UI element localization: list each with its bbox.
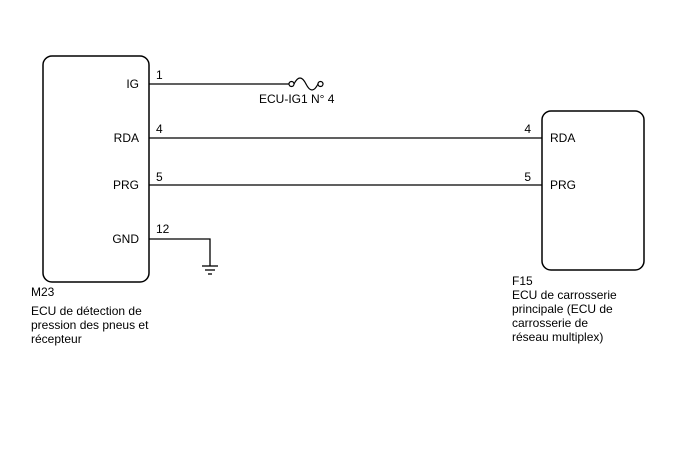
- gnd-wire: [149, 238, 211, 266]
- left-pin-number-prg: 5: [156, 170, 163, 184]
- right-ecu-name-line-2: principale (ECU de: [512, 302, 613, 316]
- left-pin-label-ig: IG: [126, 77, 139, 91]
- right-ecu-name-line-3: carrosserie de: [512, 316, 589, 330]
- left-pin-label-rda: RDA: [114, 131, 139, 145]
- left-pin-number-rda: 4: [156, 122, 163, 136]
- left-ecu-name-line-2: pression des pneus et: [31, 318, 149, 332]
- left-ecu-name-line-3: récepteur: [31, 332, 82, 346]
- right-ecu-name-line-4: réseau multiplex): [512, 330, 604, 344]
- right-pin-number-rda: 4: [524, 122, 531, 136]
- left-pin-label-prg: PRG: [113, 178, 139, 192]
- right-pin-number-prg: 5: [524, 170, 531, 184]
- ground-icon: [202, 265, 218, 275]
- left-pin-label-gnd: GND: [112, 232, 139, 246]
- right-ecu-code: F15: [512, 274, 533, 288]
- right-pin-label-rda: RDA: [550, 131, 575, 145]
- right-pin-label-prg: PRG: [550, 178, 576, 192]
- left-ecu-caption: M23 ECU de détection de pression des pne…: [31, 285, 148, 346]
- right-ecu-caption: F15 ECU de carrosserie principale (ECU d…: [512, 274, 617, 344]
- right-ecu-name-line-1: ECU de carrosserie: [512, 288, 617, 302]
- left-ecu-box: [42, 55, 150, 283]
- left-pin-number-gnd: 12: [156, 222, 170, 236]
- left-pin-number-ig: 1: [156, 68, 163, 82]
- left-ecu-code: M23: [31, 285, 55, 299]
- left-ecu-name-line-1: ECU de détection de: [31, 304, 142, 318]
- right-ecu-box: [541, 110, 645, 271]
- fuse-label: ECU-IG1 N° 4: [259, 92, 335, 106]
- fuse-icon: [288, 77, 324, 91]
